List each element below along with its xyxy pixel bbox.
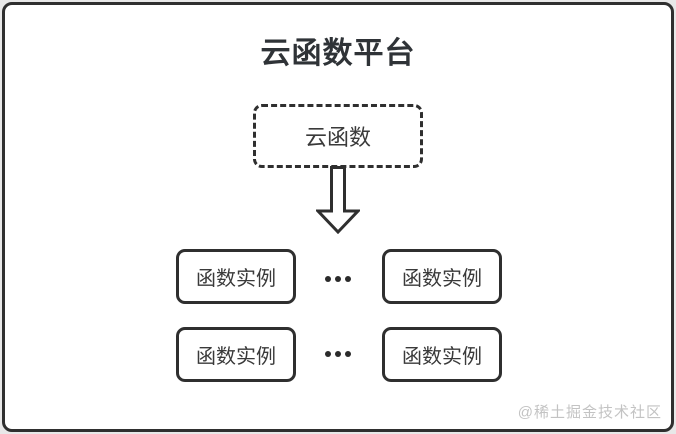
- cloud-function-node-label: 云函数: [304, 125, 371, 150]
- watermark-text: @稀土掘金技术社区: [517, 404, 662, 421]
- diagram-title: 云函数平台: [260, 37, 416, 70]
- function-instance-node: 函数实例: [382, 249, 502, 304]
- down-arrow-icon: [316, 166, 360, 234]
- function-instance-node: 函数实例: [176, 249, 296, 304]
- function-instance-node: 函数实例: [382, 327, 502, 382]
- ellipsis-icon: [316, 276, 360, 282]
- ellipsis-icon: [316, 351, 360, 357]
- function-instance-node: 函数实例: [176, 327, 296, 382]
- function-instance-label: 函数实例: [402, 268, 482, 290]
- function-instance-label: 函数实例: [196, 268, 276, 290]
- function-instance-label: 函数实例: [402, 346, 482, 368]
- cloud-function-node: 云函数: [253, 104, 423, 168]
- function-instance-label: 函数实例: [196, 346, 276, 368]
